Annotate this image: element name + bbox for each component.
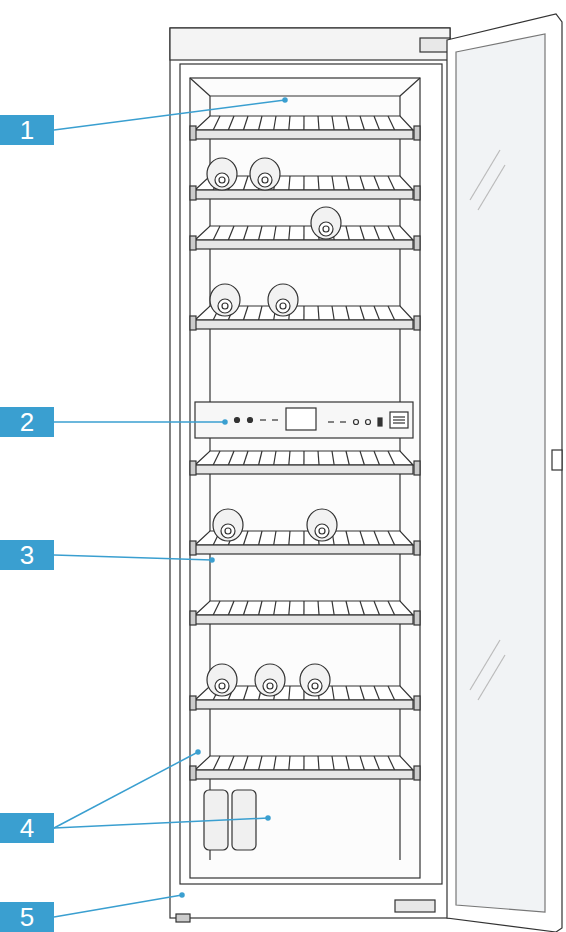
shelf [190,116,420,140]
hinge [420,38,450,52]
callout-number: 1 [0,115,54,145]
control-panel [195,402,413,438]
bottles [207,158,341,696]
bottle-end [207,158,237,190]
foot [176,914,190,922]
bottle-end [210,284,240,316]
shelf [190,226,420,250]
callout-number: 4 [0,813,54,843]
shelves [190,116,420,780]
bottle-end [213,509,243,541]
bottle-end [255,664,285,696]
door [447,14,562,932]
bottle-end [300,664,330,696]
bottle-end [250,158,280,190]
bottle-end [307,509,337,541]
cabinet-body [170,28,450,918]
door-handle [552,450,562,470]
cabinet-frame [180,64,442,884]
bottle-end [207,664,237,696]
shelf [190,756,420,780]
bottle-end [268,284,298,316]
leader-lines [54,98,287,917]
bottle-end [311,207,341,239]
callout-number: 2 [0,407,54,437]
shelf [190,601,420,625]
display [286,408,316,430]
hinge [395,900,435,912]
cabinet-top [170,28,450,60]
shelf [190,451,420,475]
callout-number: 5 [0,902,54,932]
inner-lining [190,78,420,878]
callout-number: 3 [0,540,54,570]
door-glass [456,34,545,912]
